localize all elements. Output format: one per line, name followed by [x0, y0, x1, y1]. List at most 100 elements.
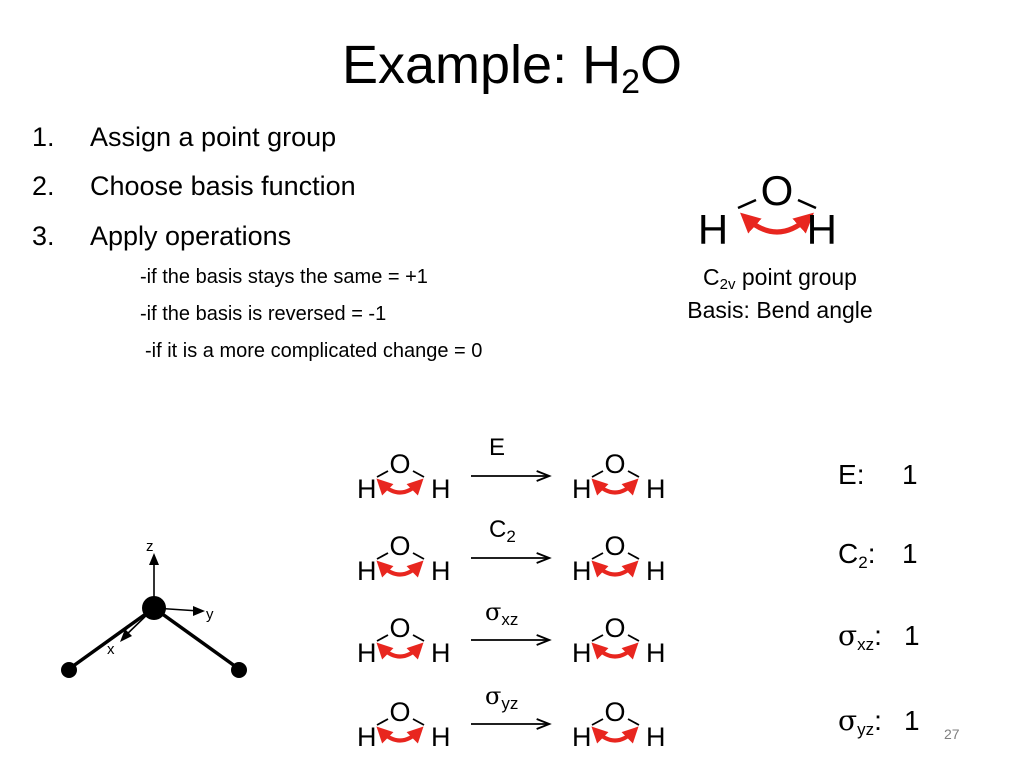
oxygen-ball: [142, 596, 166, 620]
oxygen-atom: O: [389, 449, 410, 479]
hydrogen-atom-left: H: [572, 474, 592, 504]
bond-left: [376, 552, 389, 560]
step-text-3: Apply operations: [90, 221, 292, 251]
character-sigma-xz: σxz:: [838, 619, 882, 654]
hydrogen-atom-left: H: [357, 638, 377, 668]
bend-angle-arrow: [740, 212, 814, 235]
hydrogen-atom-left: H: [357, 722, 377, 752]
y-axis-label: y: [206, 606, 214, 623]
bend-angle-arrow: [591, 560, 639, 578]
bend-angle-arrow: [591, 478, 639, 496]
oxygen-atom: O: [761, 167, 794, 214]
hydrogen-ball-left: [61, 662, 77, 678]
z-axis-label: z: [146, 538, 154, 555]
z-axis-arrowhead: [149, 553, 159, 565]
character-c2: C2:: [838, 538, 876, 572]
coordinate-axes-diagram: z y x: [61, 538, 247, 678]
step-number-3: 3.: [32, 221, 55, 251]
small-water-molecule: OH H: [572, 697, 666, 752]
oxygen-atom: O: [389, 613, 410, 643]
step-text-2: Choose basis function: [90, 171, 356, 201]
small-water-molecule: OH H: [572, 449, 666, 504]
title-tail: O: [640, 35, 683, 95]
step-text-1: Assign a point group: [90, 122, 337, 152]
bond-right: [412, 718, 425, 726]
hydrogen-atom-right: H: [646, 474, 666, 504]
bond-left: [591, 634, 604, 642]
point-group-text: point group: [735, 264, 857, 290]
hydrogen-atom-right: H: [646, 638, 666, 668]
character-value-sigma-xz: 1: [904, 620, 920, 651]
bond-left: [376, 718, 389, 726]
hydrogen-atom-left: H: [572, 722, 592, 752]
bend-angle-arrow: [376, 478, 424, 496]
point-group-symbol: C: [703, 264, 720, 290]
hydrogen-atom-right: H: [646, 556, 666, 586]
hydrogen-atom-right: H: [431, 638, 451, 668]
y-axis-arrowhead: [193, 606, 205, 616]
bullet-same: -if the basis stays the same = +1: [140, 266, 428, 288]
bond-right: [797, 198, 817, 210]
operation-label-sigma-xz: σxz: [485, 598, 519, 629]
character-value-e: 1: [902, 459, 918, 490]
hydrogen-atom-left: H: [572, 556, 592, 586]
basis-label: Basis: Bend angle: [687, 297, 873, 323]
step-number-1: 1.: [32, 122, 55, 152]
bond-left: [591, 718, 604, 726]
oxygen-atom: O: [604, 697, 625, 727]
hydrogen-atom-right: H: [431, 556, 451, 586]
character-e: E:: [838, 459, 865, 490]
bond-left: [737, 198, 757, 210]
water-molecule-large: O H H: [698, 167, 837, 253]
x-axis-arrowhead: [120, 629, 132, 642]
bond-right: [412, 634, 425, 642]
bend-angle-arrow: [376, 642, 424, 660]
oxygen-atom: O: [389, 697, 410, 727]
hydrogen-atom-left: H: [357, 474, 377, 504]
bond-left: [376, 634, 389, 642]
small-water-molecule: OH H: [357, 531, 451, 586]
point-group-label: C2v point group: [660, 262, 900, 292]
step-number-2: 2.: [32, 171, 55, 201]
character-value-sigma-yz: 1: [904, 705, 920, 736]
bond-left: [376, 470, 389, 478]
small-water-molecule: OH H: [572, 531, 666, 586]
small-water-molecule: OH H: [357, 697, 451, 752]
small-water-molecule: OH H: [357, 449, 451, 504]
operation-label-c2: C2: [489, 516, 516, 546]
bend-angle-arrow: [376, 560, 424, 578]
bond-left: [591, 470, 604, 478]
bend-angle-arrow: [591, 642, 639, 660]
oxygen-atom: O: [604, 531, 625, 561]
bond-right: [627, 470, 640, 478]
hydrogen-atom-right: H: [431, 722, 451, 752]
slide-title: Example: H2O: [0, 30, 1024, 100]
hydrogen-atom-left: H: [572, 638, 592, 668]
small-water-molecule: OH H: [572, 613, 666, 668]
hydrogen-atom-right: H: [431, 474, 451, 504]
bond-right: [412, 552, 425, 560]
bullet-complicated: -if it is a more complicated change = 0: [145, 340, 483, 362]
hydrogen-ball-right: [231, 662, 247, 678]
small-water-molecule: OH H: [357, 613, 451, 668]
bond-right: [627, 634, 640, 642]
hydrogen-atom-left: H: [698, 206, 728, 253]
bond-right: [627, 552, 640, 560]
hydrogen-atom-right: H: [807, 206, 837, 253]
hydrogen-atom-left: H: [357, 556, 377, 586]
hydrogen-atom-right: H: [646, 722, 666, 752]
oxygen-atom: O: [389, 531, 410, 561]
oxygen-atom: O: [604, 613, 625, 643]
bond-right: [412, 470, 425, 478]
bend-angle-arrow: [591, 726, 639, 744]
oxygen-atom: O: [604, 449, 625, 479]
bond-left: [591, 552, 604, 560]
bullet-reversed: -if the basis is reversed = -1: [140, 303, 387, 325]
character-value-c2: 1: [902, 538, 918, 569]
title-text: Example: H: [341, 35, 622, 95]
bond-right-stick: [152, 606, 241, 671]
point-group-subscript: 2v: [719, 276, 736, 293]
operation-label-e: E: [489, 434, 506, 461]
bond-right: [627, 718, 640, 726]
